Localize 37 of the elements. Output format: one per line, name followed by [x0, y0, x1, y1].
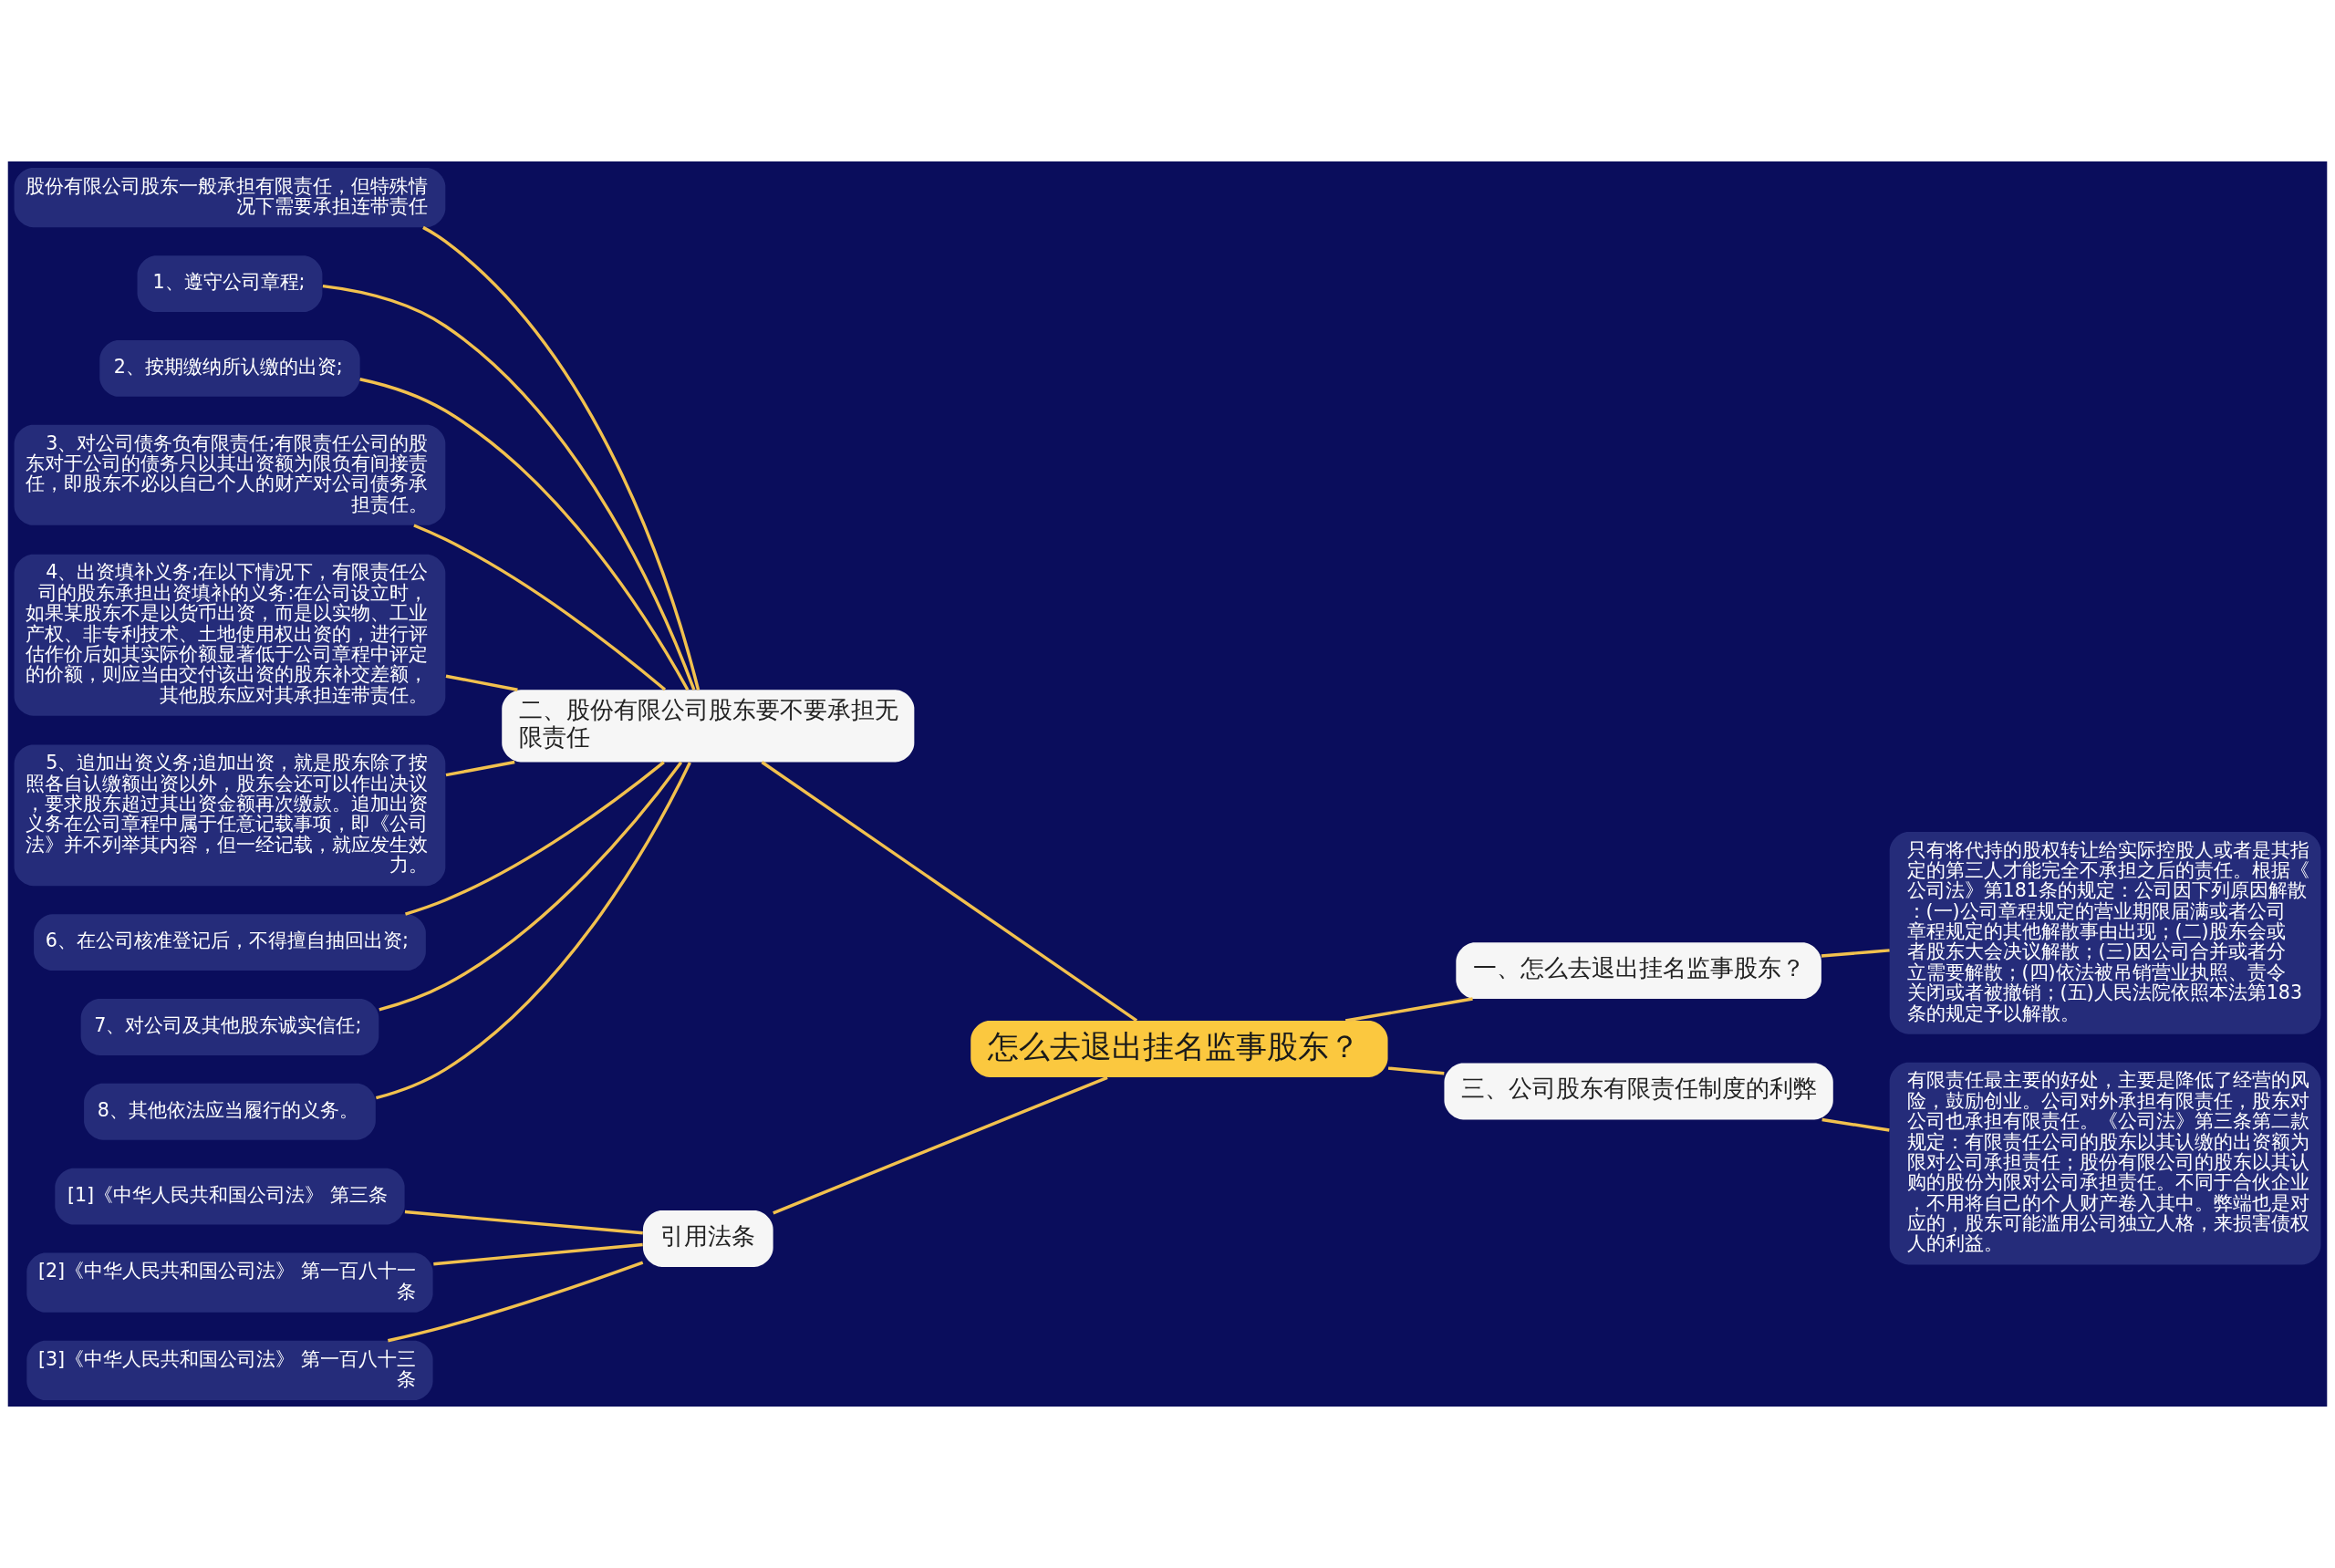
- connector: [359, 378, 690, 691]
- connector: [413, 524, 667, 691]
- node-box: 5、追加出资义务;追加出资，就是股东除了按照各自认缴额出资以外，股东会还可以作出决议，要求股东超过其出资金额再次缴款。追加出资义务在公司章程中属于任意记载事项，即《公司法》并不列举其内容，但一经记载，就应发生效力。: [14, 744, 446, 887]
- node-box: [3]《中华人民共和国公司法》 第一百八十三条: [26, 1340, 433, 1401]
- node-box: 2、按期缴纳所认缴的出资;: [99, 340, 360, 397]
- node-box: 有限责任最主要的好处，主要是降低了经营的风险，鼓励创业。公司对外承担有限责任，股东对公司也承担有限责任。《公司法》第三条第二款规定：有限责任公司的股东以其认缴的出资额为限对公司承担责任；股份有限公司的股东以其认购的股份为限对公司承担责任。不同于合伙企业，不用将自己的个人财产卷入其中。弊端也是对应的，股东可能滥用公司独立人格，来损害债权人的利益。: [1889, 1062, 2321, 1265]
- node-box: 4、出资填补义务;在以下情况下，有限责任公司的股东承担出资填补的义务:在公司设立时，如果某股东不是以货币出资，而是以实物、工业产权、非专利技术、土地使用权出资的，进行评估作价后如其实际价额显著低于公司章程中评定的价额，则应当由交付该出资的股东补交差额，其他股东应对其承担连带责任。: [14, 554, 446, 716]
- connector: [422, 225, 700, 691]
- connector: [405, 761, 665, 916]
- connector: [445, 760, 515, 777]
- connector: [379, 761, 683, 1012]
- node-box: 怎么去退出挂名监事股东？: [970, 1021, 1388, 1077]
- connector: [773, 1075, 1108, 1215]
- connector: [761, 761, 1138, 1023]
- node-box: 引用法条: [642, 1210, 773, 1267]
- node-box: 6、在公司核准登记后，不得擅自抽回出资;: [34, 914, 426, 971]
- connector: [433, 1242, 643, 1266]
- connector: [1387, 1066, 1445, 1075]
- node-box: 只有将代持的股权转让给实际控股人或者是其指定的第三人才能完全不承担之后的责任。根据《公司法》第181条的规定：公司因下列原因解散：(一)公司章程规定的营业期限届满或者公司章程规定的其他解散事由出现；(二)股东会或者股东大会决议解散；(三)因公司合并或者分立需要解散；(四)依法被吊销营业执照、责令关闭或者被撤销；(五)人民法院依照本法第183条的规定予以解散。: [1889, 831, 2321, 1034]
- node-box: 三、公司股东有限责任制度的利弊: [1444, 1063, 1833, 1120]
- node-box: 1、遵守公司章程;: [137, 255, 323, 313]
- node-box: 一、怎么去退出挂名监事股东？: [1456, 942, 1821, 999]
- node-box: 二、股份有限公司股东要不要承担无限责任: [502, 690, 915, 763]
- node-box: [1]《中华人民共和国公司法》 第三条: [55, 1168, 405, 1225]
- node-box: 8、其他依法应当履行的义务。: [84, 1083, 376, 1140]
- connector: [1821, 949, 1890, 958]
- connector: [1821, 1117, 1890, 1132]
- node-box: 股份有限公司股东一般承担有限责任，但特殊情况下需要承担连带责任: [14, 167, 446, 228]
- node-box: 3、对公司债务负有限责任;有限责任公司的股东对于公司的债务只以其出资额为限负有间接责任，即股东不必以自己个人的财产对公司债务承担责任。: [14, 424, 446, 525]
- node-box: [2]《中华人民共和国公司法》 第一百八十一条: [26, 1252, 433, 1313]
- node-box: 7、对公司及其他股东诚实信任;: [80, 999, 379, 1055]
- connector: [387, 1261, 644, 1343]
- connector: [1344, 997, 1473, 1023]
- connector: [404, 1210, 643, 1235]
- connector: [445, 674, 518, 691]
- connector: [322, 284, 696, 691]
- connector: [375, 762, 691, 1100]
